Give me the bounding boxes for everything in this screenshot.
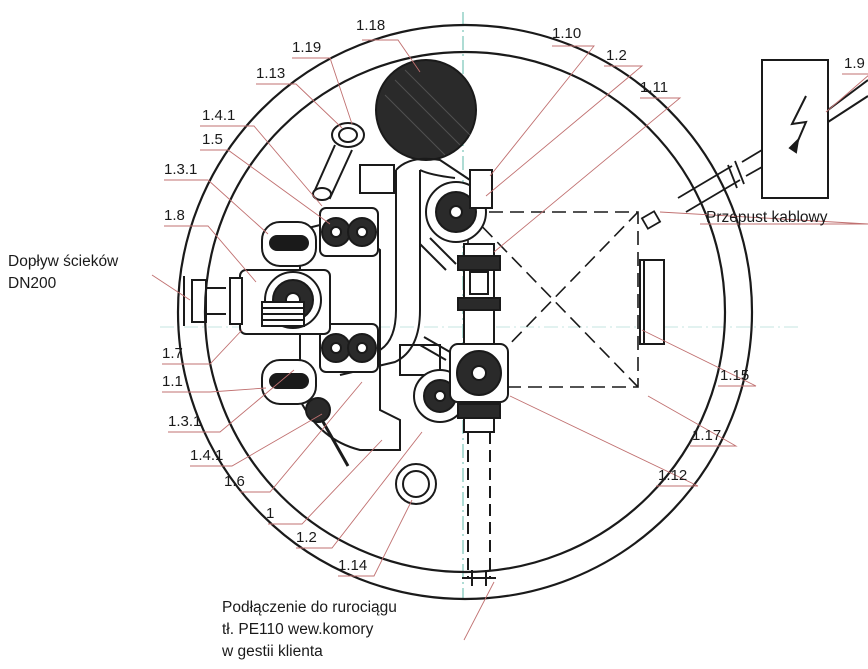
callout-1-8: 1.8 [164, 207, 185, 224]
valve-bottom [319, 323, 379, 373]
cable-passage [640, 149, 763, 230]
callout-1-5: 1.5 [202, 131, 223, 148]
discharge-valve-top [419, 169, 493, 271]
callout-1-6: 1.6 [224, 473, 245, 490]
connection-label-line3: w gestii klienta [221, 643, 323, 660]
callout-1-3-1-top: 1.3.1 [164, 161, 197, 178]
callout-1: 1 [266, 505, 274, 522]
callout-1-4-1-bottom: 1.4.1 [190, 447, 223, 464]
hatch-frame [639, 259, 665, 345]
callout-1-3-1-bottom: 1.3.1 [168, 413, 201, 430]
discharge-valve-bottom [413, 336, 509, 423]
callout-1-19: 1.19 [292, 39, 321, 56]
callout-1-15: 1.15 [720, 367, 749, 384]
riser-pipe [329, 157, 471, 376]
callout-1-1: 1.1 [162, 373, 183, 390]
outlet-pipe [467, 432, 491, 578]
pump-left-top [261, 221, 317, 267]
discharge-manifold [457, 243, 501, 433]
inflow-label-line2: DN200 [8, 275, 57, 292]
callout-1-14: 1.14 [338, 557, 367, 574]
notes: Dopływ ścieków DN200 Przepust kablowy Po… [8, 209, 828, 660]
callout-1-2-bottom: 1.2 [296, 529, 317, 546]
callout-1-2-top: 1.2 [606, 47, 627, 64]
inflow-pipe [183, 276, 226, 326]
callout-1-12: 1.12 [658, 467, 687, 484]
basket-valve [229, 269, 331, 335]
leader-lines [151, 39, 868, 641]
callout-1-7: 1.7 [162, 345, 183, 362]
valve-top [319, 207, 379, 257]
cable-passage-label: Przepust kablowy [706, 209, 828, 226]
electrical-cabinet [761, 59, 868, 199]
tank-hatching [384, 69, 471, 156]
callout-1-10: 1.10 [552, 25, 581, 42]
lower-well [395, 463, 437, 505]
vent-pipes [312, 122, 365, 201]
callout-1-17: 1.17 [692, 427, 721, 444]
callout-1-4-1-top: 1.4.1 [202, 107, 235, 124]
inflow-label-line1: Dopływ ścieków [8, 253, 119, 270]
hatch-opening-outline [467, 211, 639, 388]
tank-dark-icon [375, 59, 477, 161]
outlet-pipe-end [462, 570, 496, 586]
callout-1-9: 1.9 [844, 55, 865, 72]
callout-labels: 1.18 1.19 1.13 1.10 1.2 1.11 1.9 1.4.1 1… [162, 17, 865, 574]
callout-1-13: 1.13 [256, 65, 285, 82]
callout-1-11: 1.11 [640, 79, 668, 96]
pump-left-bottom [261, 359, 317, 405]
connection-label-line2: tł. PE110 wew.komory [222, 621, 374, 638]
callout-1-18: 1.18 [356, 17, 385, 34]
connection-label-line1: Podłączenie do rurociągu [222, 599, 397, 616]
float-switch [305, 397, 350, 467]
